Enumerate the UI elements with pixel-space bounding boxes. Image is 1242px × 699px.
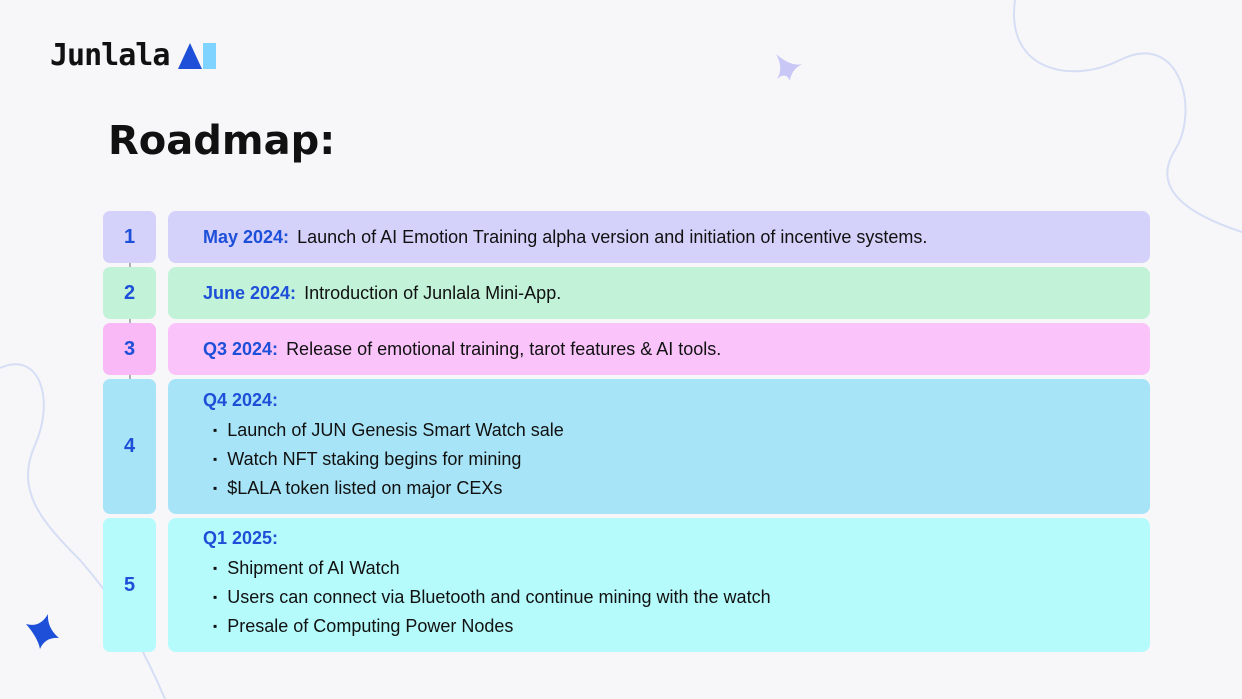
step-number-badge: 4 [103,379,156,514]
roadmap-row-5: 5 Q1 2025: Shipment of AI Watch Users ca… [103,518,1150,652]
milestone-bullet-list: Launch of JUN Genesis Smart Watch sale W… [203,417,1150,504]
milestone-card: May 2024: Launch of AI Emotion Training a… [168,211,1150,263]
milestone-line: June 2024: Introduction of Junlala Mini-A… [203,283,1150,304]
list-item: Watch NFT staking begins for mining [213,446,1150,475]
milestone-card: Q1 2025: Shipment of AI Watch Users can … [168,518,1150,652]
list-item: $LALA token listed on major CEXs [213,475,1150,504]
milestone-text: Release of emotional training, tarot fea… [286,338,722,359]
connector-line [129,319,131,323]
step-number-badge: 1 [103,211,156,263]
decorative-curve-top-right [1012,0,1242,233]
milestone-text: Introduction of Junlala Mini-App. [304,282,562,303]
milestone-bullet-list: Shipment of AI Watch Users can connect v… [203,555,1150,642]
list-item: Launch of JUN Genesis Smart Watch sale [213,417,1150,446]
milestone-card: Q3 2024: Release of emotional training, t… [168,323,1150,375]
milestone-card: Q4 2024: Launch of JUN Genesis Smart Wat… [168,379,1150,514]
milestone-period: May 2024: [203,226,290,247]
list-item: Presale of Computing Power Nodes [213,613,1150,642]
roadmap-row-2: 2 June 2024: Introduction of Junlala Mini… [103,267,1150,319]
milestone-period: June 2024: [203,282,297,303]
brand-logo: Junlala [50,38,217,73]
milestone-period: Q4 2024: [203,389,279,410]
connector-line [129,375,131,379]
milestone-period: Q1 2025: [203,528,279,548]
roadmap-row-1: 1 May 2024: Launch of AI Emotion Training… [103,211,1150,263]
roadmap-row-4: 4 Q4 2024: Launch of JUN Genesis Smart W… [103,379,1150,514]
step-number-badge: 2 [103,267,156,319]
logo-mark-icon [177,42,217,70]
page-title: Roadmap: [108,118,336,164]
brand-name: Junlala [50,38,170,73]
list-item: Shipment of AI Watch [213,555,1150,584]
milestone-text: Launch of AI Emotion Training alpha vers… [297,226,928,247]
milestone-card: June 2024: Introduction of Junlala Mini-A… [168,267,1150,319]
step-number-badge: 3 [103,323,156,375]
list-item: Users can connect via Bluetooth and cont… [213,584,1150,613]
sparkle-icon-lavender [776,54,802,81]
sparkle-icon-blue [26,614,59,649]
milestone-line: May 2024: Launch of AI Emotion Training a… [203,227,1150,248]
milestone-line: Q3 2024: Release of emotional training, t… [203,339,1150,360]
connector-line [129,263,131,267]
milestone-period: Q3 2024: [203,338,279,359]
roadmap-row-3: 3 Q3 2024: Release of emotional training,… [103,323,1150,375]
step-number-badge: 5 [103,518,156,652]
